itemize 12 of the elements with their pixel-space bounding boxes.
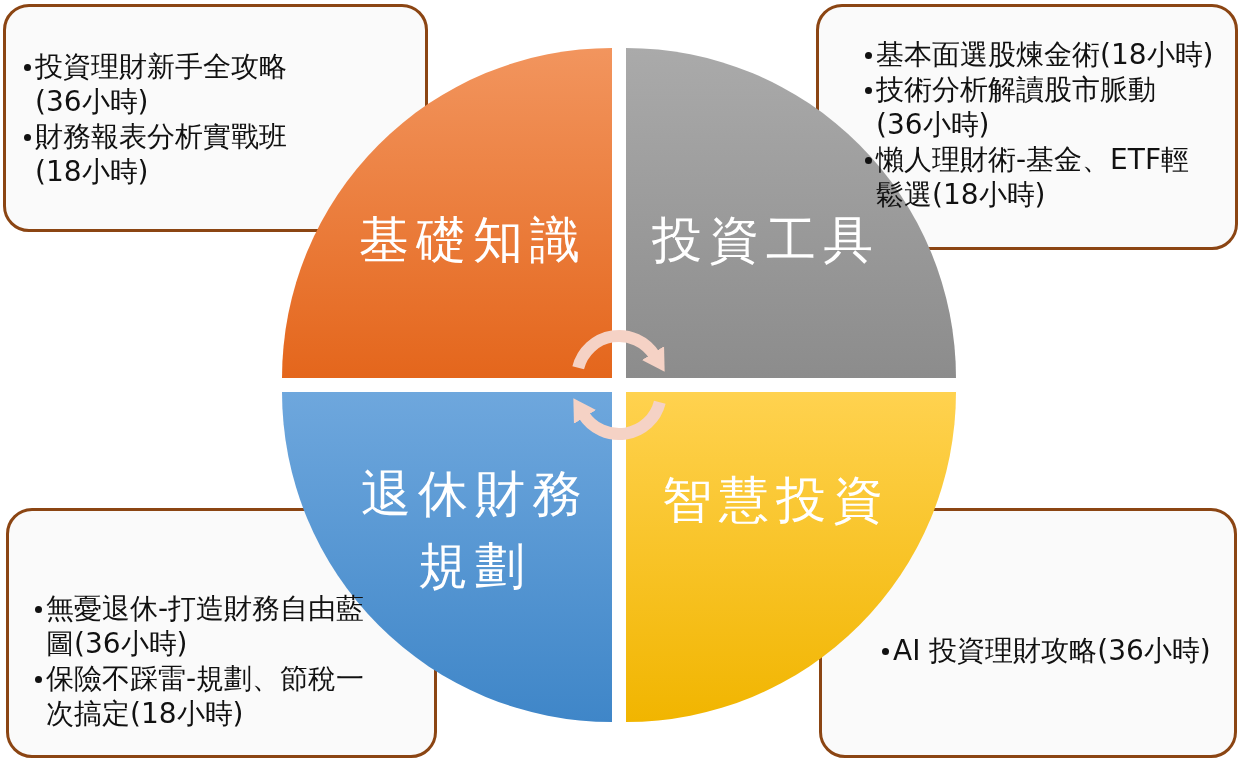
quadrant-title: 基礎知識 (358, 210, 588, 271)
course-item: 懶人理財術-基金、ETF輕鬆選(18小時) (876, 142, 1190, 212)
quadrant-title: 智慧投資 (661, 470, 891, 531)
quadrant-title: 投資工具 (651, 210, 881, 271)
course-item: 保險不踩雷-規劃、節稅一次搞定(18小時) (46, 661, 366, 731)
quadrant-segment (282, 392, 612, 722)
course-item: 基本面選股煉金術(18小時) (876, 37, 1215, 72)
course-item: 投資理財新手全攻略(36小時) (35, 49, 288, 119)
course-item: AI 投資理財攻略(36小時) (893, 633, 1212, 668)
course-item: 技術分析解讀股市脈動(36小時) (876, 72, 1157, 142)
course-item: 財務報表分析實戰班(18小時) (35, 119, 288, 189)
quadrant-segment (626, 392, 956, 722)
